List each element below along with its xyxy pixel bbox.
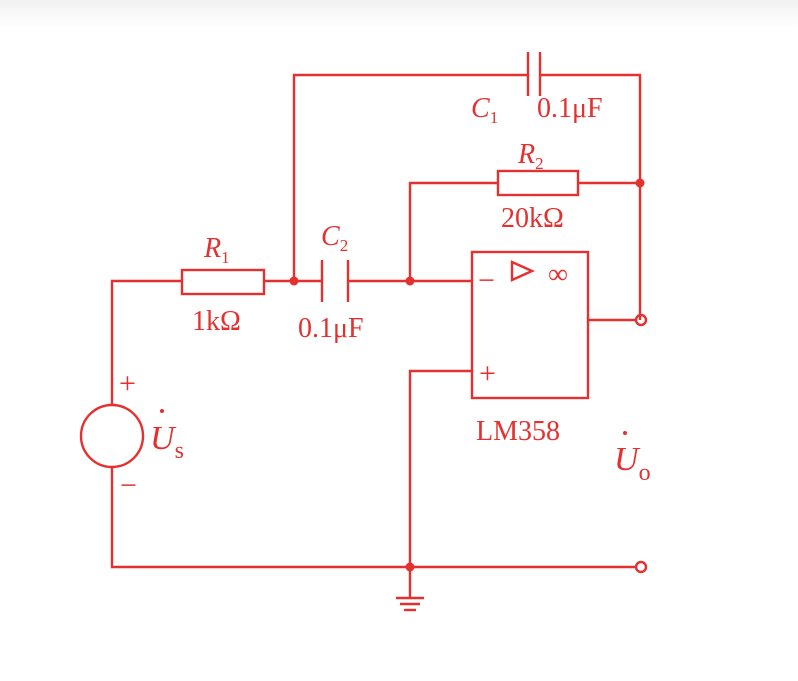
c1-value: 0.1μF: [537, 93, 603, 124]
output-phasor-dot: [623, 431, 627, 435]
source-minus: −: [120, 469, 137, 502]
voltage-source-icon: [79, 403, 145, 469]
r2-value: 20kΩ: [501, 203, 564, 234]
wire-noninv-to-ground: [408, 369, 472, 598]
output-terminal-top: [634, 313, 648, 327]
junction-dot: [635, 178, 645, 188]
opamp-part-label: LM358: [476, 416, 560, 447]
c2-label: C2: [321, 221, 348, 255]
wire-source-to-ground: [110, 467, 636, 569]
opamp-inv-sign: −: [478, 264, 495, 297]
opamp-lm358: [470, 250, 590, 400]
r1-value: 1kΩ: [192, 306, 241, 337]
c2-value: 0.1μF: [298, 313, 364, 344]
opamp-triangle-icon: [510, 260, 535, 282]
r1-label: R1: [203, 233, 230, 267]
c1-label: C1: [471, 93, 498, 127]
output-terminal-bottom: [634, 560, 648, 574]
wire-source-to-r1: [110, 279, 182, 405]
resistor-r2: [496, 169, 580, 197]
r2-label: R2: [517, 139, 544, 173]
wire-c1-right: [540, 73, 642, 320]
opamp-gain: ∞: [548, 259, 568, 290]
junction-dot: [405, 276, 415, 286]
junction-dot: [289, 276, 299, 286]
junction-dot: [405, 562, 415, 572]
wire-r2-left: [408, 181, 498, 281]
source-phasor-dot: [160, 409, 164, 413]
source-plus: +: [119, 367, 136, 400]
output-label: Uo: [614, 441, 651, 486]
wires: [110, 73, 642, 598]
capacitor-c2: [320, 260, 350, 302]
wire-c1-left: [292, 73, 528, 281]
ground-icon: [396, 596, 424, 612]
resistor-r1: [180, 268, 266, 296]
source-label: Us: [150, 420, 184, 464]
capacitor-c1: [526, 52, 542, 96]
top-shade: [0, 0, 798, 28]
opamp-noninv-sign: +: [479, 357, 496, 390]
junctions: [289, 178, 645, 572]
